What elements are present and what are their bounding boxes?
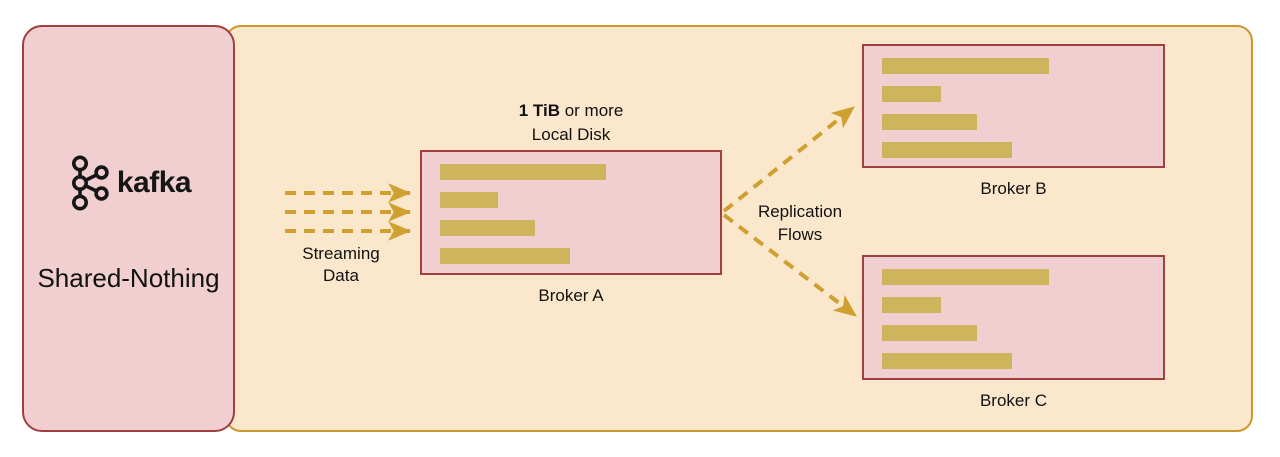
partition-bar (882, 269, 1049, 285)
disk-note: 1 TiB or more Local Disk (420, 99, 722, 147)
partition-bar (440, 192, 498, 208)
partition-bar (440, 220, 535, 236)
streaming-data-label: Streaming Data (302, 244, 380, 285)
broker-c-box (862, 255, 1165, 380)
broker-b-box (862, 44, 1165, 168)
broker-b-label: Broker B (980, 179, 1047, 198)
disk-size-rest: or more (559, 101, 624, 120)
partition-bar (882, 297, 941, 313)
broker-c-label: Broker C (979, 391, 1048, 410)
partition-bar (882, 142, 1012, 158)
broker-a-label: Broker A (538, 286, 604, 305)
disk-size-emphasis: 1 TiB (518, 101, 560, 120)
kafka-logo: kafka (24, 155, 233, 211)
partition-bar (882, 114, 977, 130)
partition-bar (440, 164, 606, 180)
replication-flows-label: Replication Flows (757, 202, 843, 244)
partition-bar (882, 353, 1012, 369)
disk-note-line1: 1 TiB or more (420, 99, 722, 123)
partition-bar (440, 248, 570, 264)
kafka-shared-nothing-panel: kafka Shared-Nothing (22, 25, 235, 432)
shared-nothing-label: Shared-Nothing (37, 263, 220, 293)
broker-a-box (420, 150, 722, 275)
kafka-logo-icon (71, 155, 109, 211)
kafka-wordmark: kafka (116, 166, 192, 199)
partition-bar (882, 325, 977, 341)
partition-bar (882, 58, 1049, 74)
partition-bar (882, 86, 941, 102)
disk-note-line2: Local Disk (531, 125, 611, 144)
